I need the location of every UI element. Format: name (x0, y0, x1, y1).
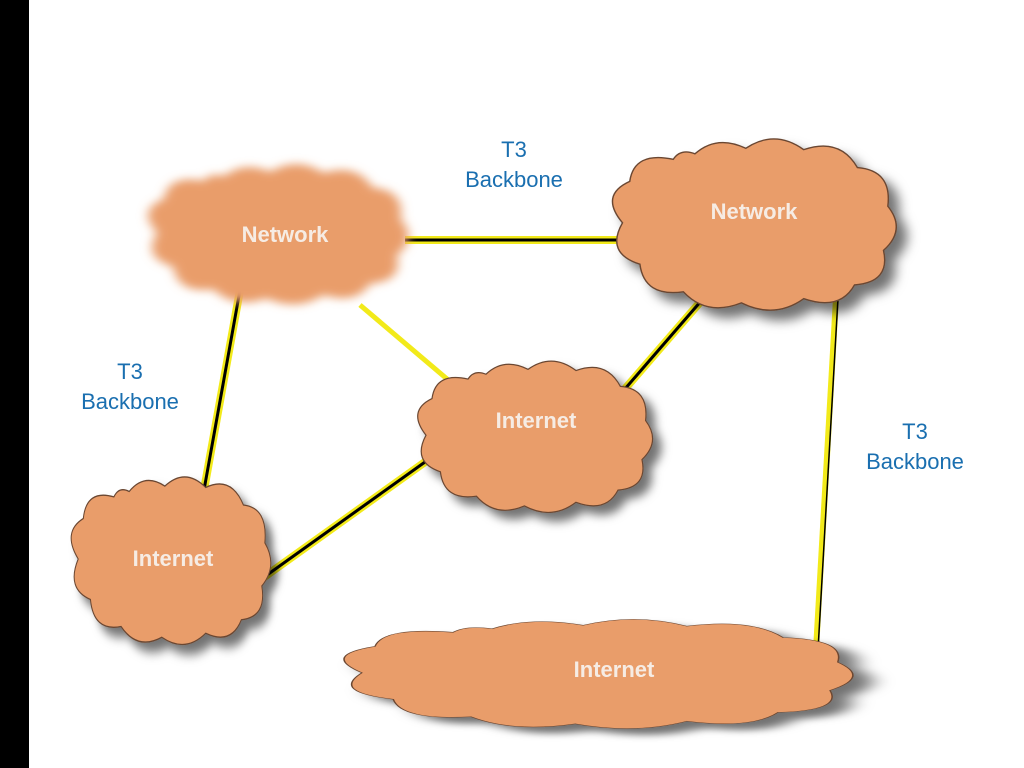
backbone-label-right-line2: Backbone (866, 449, 964, 474)
link-network-left-to-internet-left (200, 289, 244, 491)
link-internet-left-to-internet-center (257, 458, 428, 584)
backbone-label-left-line1: T3 (117, 359, 143, 384)
backbone-label-right-line1: T3 (902, 419, 928, 444)
backbone-label-top-line1: T3 (501, 137, 527, 162)
backbone-label-top: T3 Backbone (434, 135, 594, 195)
link-network-right-to-internet-bottom (813, 297, 839, 651)
network-cloud-right (611, 138, 898, 311)
backbone-label-right: T3 Backbone (835, 417, 995, 477)
network-cloud-left-label: Network (242, 222, 330, 247)
link-network-left-to-internet-center (358, 303, 462, 392)
backbone-label-left-line2: Backbone (81, 389, 179, 414)
side-black-bar (0, 0, 29, 768)
internet-cloud-left-label: Internet (133, 546, 214, 571)
network-cloud-right-label: Network (711, 199, 799, 224)
backbone-label-top-line2: Backbone (465, 167, 563, 192)
internet-cloud-center-label: Internet (496, 408, 577, 433)
links-group (200, 236, 839, 651)
backbone-label-left: T3 Backbone (50, 357, 210, 417)
internet-cloud-center (417, 360, 654, 514)
internet-cloud-bottom-label: Internet (574, 657, 655, 682)
link-network-right-to-internet-center (620, 290, 712, 393)
